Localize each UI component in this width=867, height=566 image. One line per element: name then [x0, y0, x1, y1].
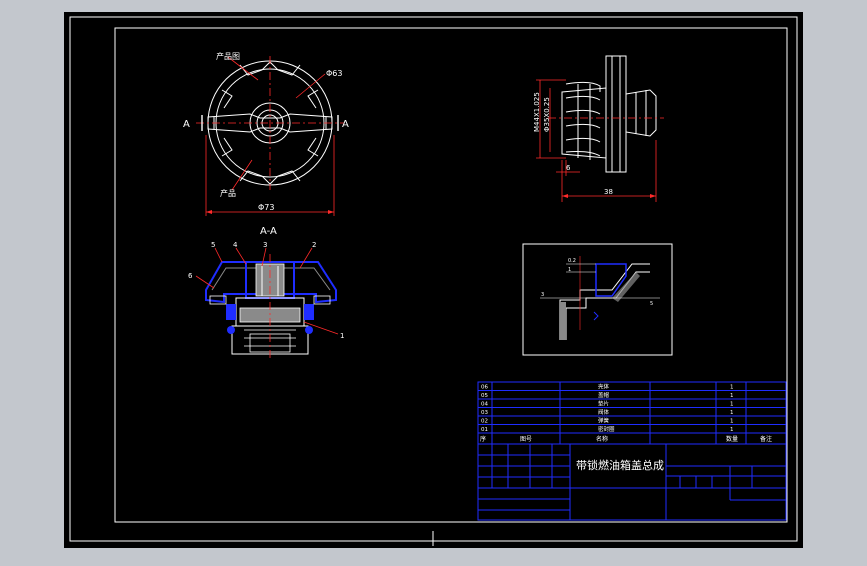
bom-row-name: 盖帽 — [598, 391, 610, 399]
title-block: 带锁燃油箱盖总成 — [477, 443, 787, 521]
bom-header-no: 序 — [480, 435, 486, 443]
top-view-label-dia-large: Φ73 — [258, 203, 274, 212]
bom-row-name: 密封圈 — [598, 425, 615, 433]
callout-2: 2 — [312, 241, 316, 249]
side-view-label-length: 38 — [604, 188, 613, 196]
bom-header-name: 名称 — [596, 435, 608, 443]
callout-3: 3 — [263, 241, 267, 249]
bom-row-qty: 1 — [730, 410, 734, 416]
section-view: A-A 5 4 3 2 6 1 — [188, 226, 344, 360]
drawing-title: 带锁燃油箱盖总成 — [576, 458, 664, 472]
top-view-label-dia-small: Φ63 — [326, 69, 342, 78]
callout-5: 5 — [211, 241, 215, 249]
bom-header-note: 备注 — [760, 435, 772, 443]
callout-6: 6 — [188, 272, 193, 280]
bom-row-name: 阀体 — [598, 408, 610, 416]
detail-label-4: 5 — [650, 301, 653, 307]
bom-row-qty: 1 — [730, 385, 734, 391]
section-title: A-A — [260, 226, 277, 237]
bom-header-qty: 数量 — [726, 435, 738, 443]
bom-row-qty: 1 — [730, 393, 734, 399]
side-view-label-dia-1: M44X1.025 — [533, 92, 541, 132]
section-mark-left: A — [183, 119, 190, 130]
section-mark-right: A — [342, 119, 349, 130]
side-view-label-small: 6 — [566, 164, 571, 172]
bom-row-name: 弹簧 — [598, 417, 610, 425]
bom-row-name: 壳体 — [598, 383, 610, 391]
bom-row-qty: 1 — [730, 427, 734, 433]
detail-label-2: 1 — [568, 267, 571, 273]
bom-row-no: 01 — [481, 427, 488, 433]
callout-4: 4 — [233, 241, 238, 249]
bom-row-qty: 1 — [730, 402, 734, 408]
bom-row-no: 02 — [481, 419, 488, 425]
bom-row-no: 03 — [481, 410, 488, 416]
top-view: 产品图 Φ63 A A 产品 Φ73 — [183, 51, 349, 216]
side-view-label-dia-2: Φ35X0.25 — [543, 97, 551, 132]
side-view: M44X1.025 Φ35X0.25 6 38 — [533, 55, 664, 202]
detail-label-1: 0.2 — [568, 258, 576, 264]
top-view-label-top: 产品图 — [216, 51, 240, 61]
bom-row-no: 05 — [481, 393, 488, 399]
callout-1: 1 — [340, 332, 344, 340]
top-view-label-bottom: 产品 — [220, 188, 236, 198]
detail-label-3: 3 — [541, 292, 544, 298]
bom-row-name: 垫片 — [598, 400, 609, 408]
inner-frame — [114, 27, 788, 523]
detail-view: 0.2 1 3 5 — [522, 243, 673, 356]
paper-sheet — [64, 12, 803, 548]
bom-header-code: 图号 — [520, 436, 532, 443]
bom-row-qty: 1 — [730, 419, 734, 425]
bom-row-no: 06 — [481, 385, 488, 391]
bom-row-no: 04 — [481, 402, 488, 408]
